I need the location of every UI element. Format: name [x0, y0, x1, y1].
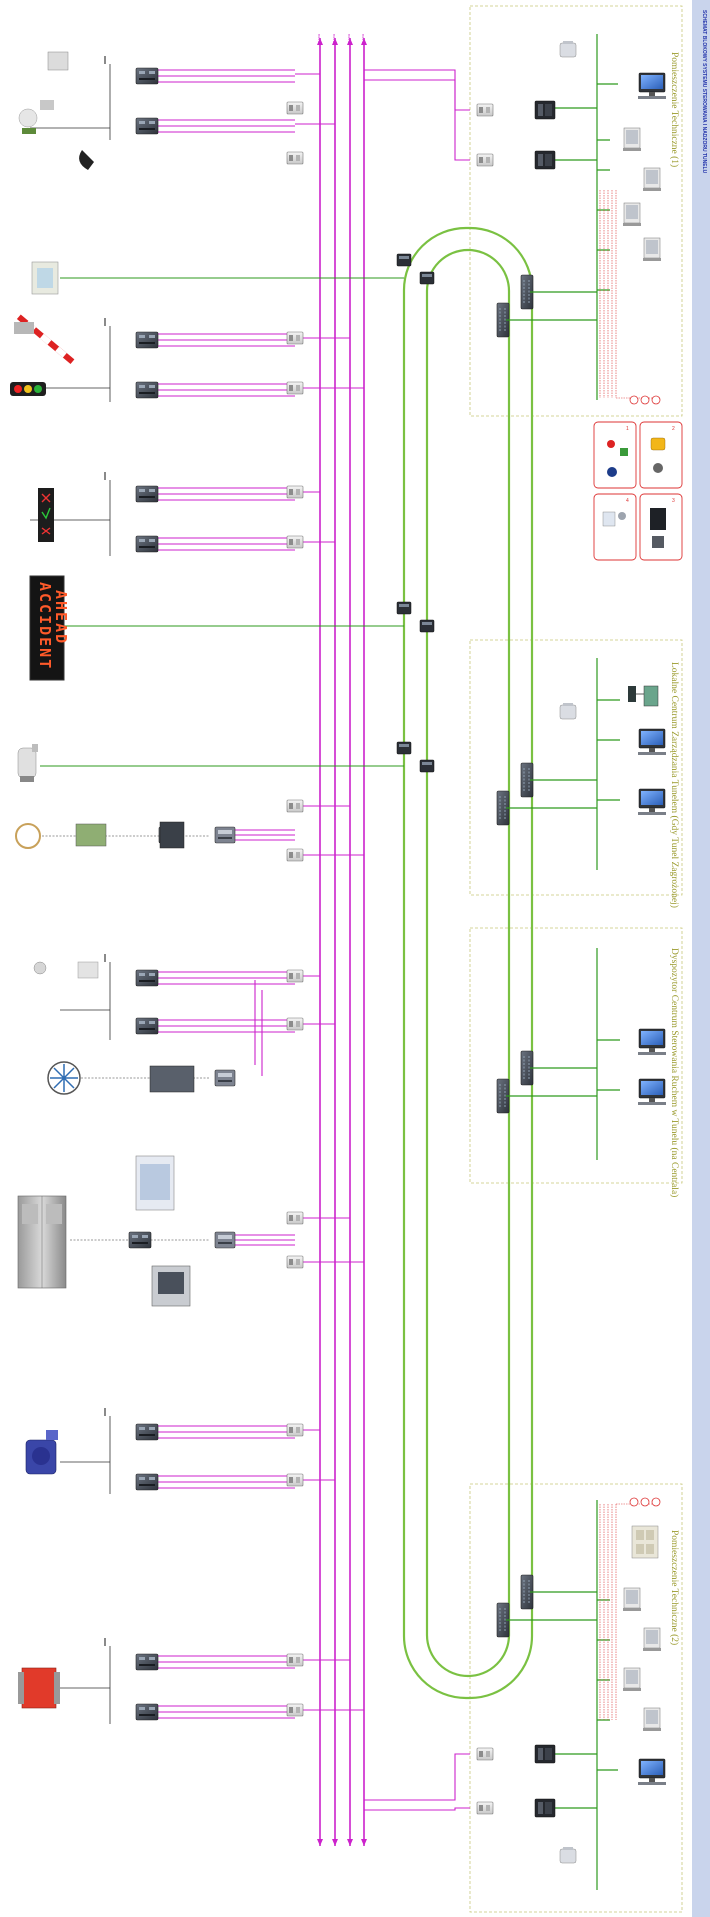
zone-lcs-box — [469, 639, 683, 896]
gauge-icon — [15, 823, 41, 849]
field-devices: ACCIDENT AHEAD — [10, 51, 195, 1709]
svg-text:BUS 3: BUS 3 — [347, 34, 351, 43]
legend-panels: 1 2 3 4 — [593, 421, 683, 561]
barrier-icon — [16, 314, 75, 365]
cctv-camera-icon — [17, 744, 38, 782]
zone-laptops — [622, 127, 662, 1732]
fire-panel-icon — [18, 1667, 60, 1709]
legend-number-2: 2 — [672, 426, 675, 432]
ring-nodes — [396, 253, 435, 773]
legend-number-4: 4 — [626, 498, 629, 504]
ring-switches — [496, 274, 534, 1638]
field-connections — [147, 69, 470, 1811]
svg-text:BUS 2: BUS 2 — [332, 34, 336, 43]
side-panel — [692, 0, 710, 1917]
zone-label-tech2: Pomieszczenie Techniczne (2) — [669, 1530, 679, 1646]
vfd-icon — [149, 1065, 195, 1093]
pump-icon — [25, 1430, 58, 1475]
vms-line-1: ACCIDENT — [36, 582, 54, 670]
vms-line-2: AHEAD — [52, 590, 70, 645]
analog-droplines — [28, 835, 210, 1241]
legend-number-1: 1 — [626, 426, 629, 432]
zone-networks — [506, 34, 620, 1890]
ring-links — [40, 277, 404, 767]
access-terminal — [628, 685, 659, 707]
legend-number-3: 3 — [672, 498, 675, 504]
alarm-loops — [599, 190, 660, 1720]
device-droplines — [30, 64, 111, 1724]
bus-interface-blocks — [286, 101, 494, 1815]
camera-icon — [79, 150, 94, 170]
server-panel — [631, 1525, 659, 1559]
sensor-icon — [33, 961, 47, 975]
alarm-sounders — [629, 395, 661, 1507]
pcb-icon — [75, 823, 107, 847]
fiber-ring — [402, 226, 534, 1700]
sensor-box-icon — [47, 51, 69, 71]
field-controllers — [128, 67, 236, 1721]
zone-label-lcs: Lokalne Centrum Zarządzania Tunelem (Gdy… — [669, 662, 679, 908]
zone-tech1-box — [469, 5, 683, 417]
traffic-light-icon — [10, 382, 46, 396]
zone-towers — [534, 100, 556, 1818]
zone-label-dispatch: Dyspozytor Centrum Sterowania Ruchem w T… — [669, 948, 679, 1198]
cabinet-icon — [17, 1195, 67, 1289]
zone-dispatch-box — [469, 927, 683, 1184]
vms-sign-icon: ACCIDENT AHEAD — [29, 575, 70, 681]
annotation-marks — [104, 56, 106, 1646]
field-bus-lines — [319, 38, 365, 1846]
svg-text:BUS 4: BUS 4 — [361, 34, 365, 43]
svg-text:BUS 1: BUS 1 — [317, 34, 321, 43]
zone-label-tech1: Pomieszczenie Techniczne (1) — [669, 52, 679, 168]
lane-signal-icon — [38, 488, 54, 542]
zone-printers — [559, 40, 577, 1864]
